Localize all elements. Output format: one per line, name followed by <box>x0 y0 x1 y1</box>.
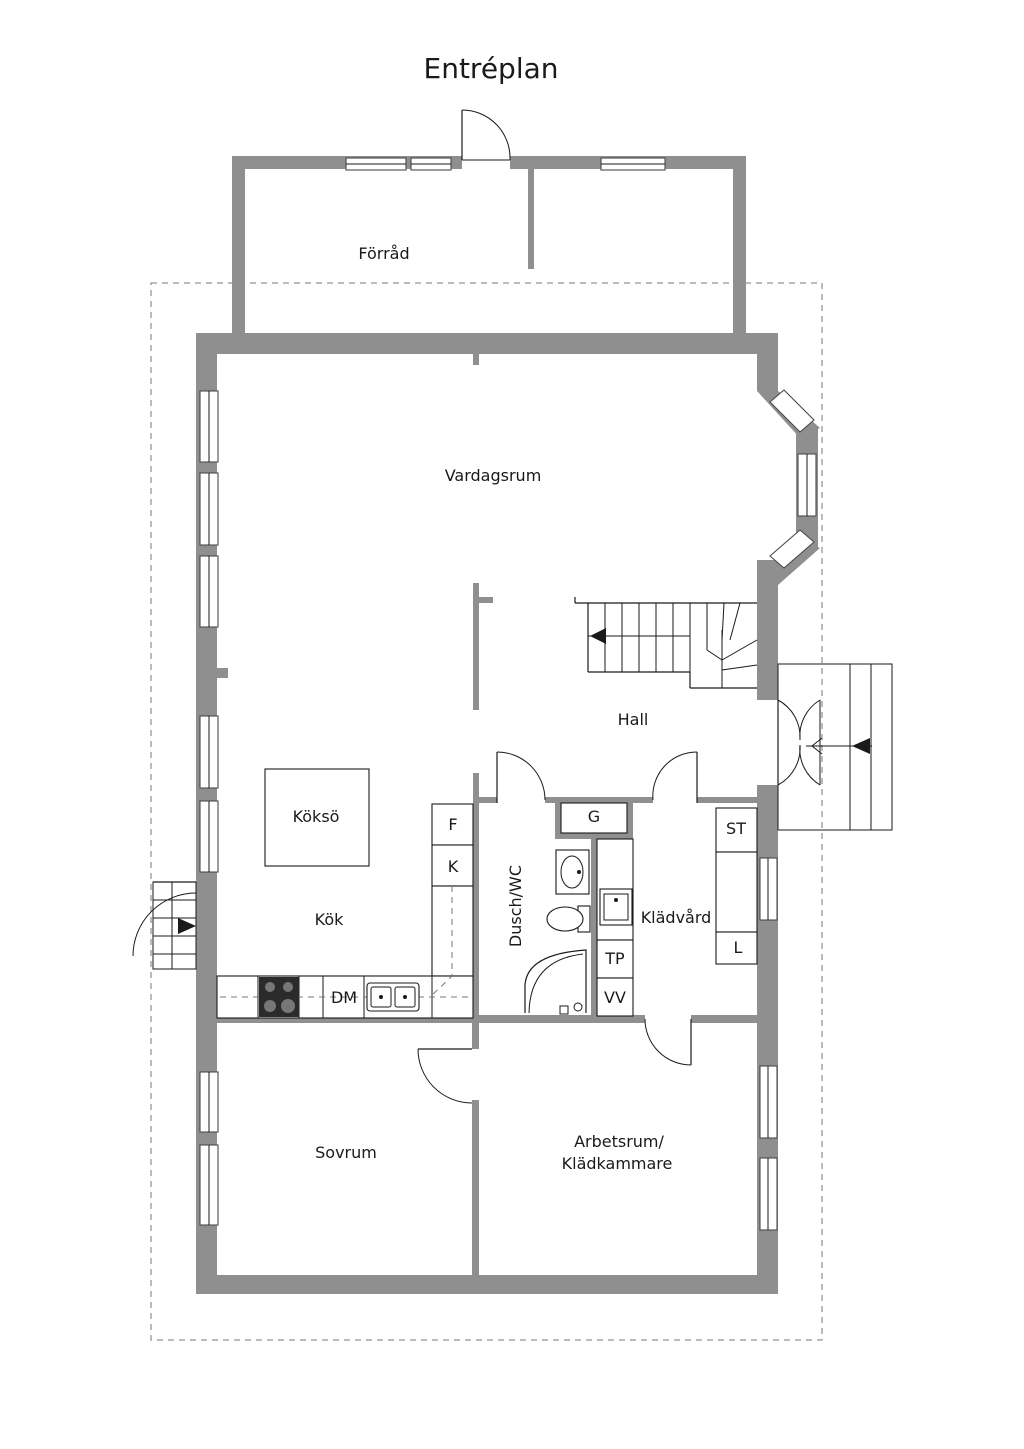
dryer-tp <box>596 939 634 979</box>
fixture-labels: F K DM G ST L TP VV <box>331 807 746 1007</box>
room-label-kladvard: Klädvård <box>641 908 712 927</box>
plan-title: Entréplan <box>424 52 559 85</box>
room-labels: Förråd Vardagsrum Hall Köksö Kök Dusch/W… <box>293 244 712 1173</box>
fixture-label-k: K <box>448 857 459 876</box>
room-label-kladkammare: Klädkammare <box>562 1154 673 1173</box>
kitchen-fixtures <box>216 768 474 1019</box>
fixture-label-st: ST <box>726 819 746 838</box>
entrance-steps <box>777 663 893 831</box>
laundry-fixtures <box>560 802 758 1017</box>
storage-st <box>715 807 758 853</box>
kitchen-island <box>264 768 370 867</box>
room-label-sovrum: Sovrum <box>315 1143 377 1162</box>
wardrobe-g <box>560 802 628 834</box>
linen-l <box>715 931 758 965</box>
fixture-label-vv: VV <box>604 988 626 1007</box>
room-label-dusch-wc: Dusch/WC <box>506 865 525 947</box>
fixture-label-f: F <box>448 815 457 834</box>
walls <box>196 156 820 1294</box>
fixture-label-dm: DM <box>331 988 357 1007</box>
staircase <box>574 597 758 689</box>
doors <box>132 109 821 1104</box>
fixture-label-l: L <box>734 938 743 957</box>
room-label-kok: Kök <box>315 910 344 929</box>
laundry-sink <box>599 888 633 926</box>
fridge-cabinet <box>431 844 474 887</box>
windows <box>199 157 817 1231</box>
fixture-label-tp: TP <box>604 949 625 968</box>
bathroom-fixtures <box>524 849 591 1015</box>
room-label-vardagsrum: Vardagsrum <box>445 466 542 485</box>
kitchen-sink <box>366 982 420 1012</box>
shower <box>524 949 587 1013</box>
washer-vv <box>596 977 634 1017</box>
cooktop <box>259 977 299 1017</box>
roof-outline <box>150 282 823 1341</box>
room-label-hall: Hall <box>618 710 649 729</box>
toilet-bowl <box>546 906 584 932</box>
fixture-label-g: G <box>588 807 600 826</box>
room-label-forrad: Förråd <box>358 244 409 263</box>
room-label-koksö: Köksö <box>293 807 340 826</box>
freezer-cabinet <box>431 803 474 846</box>
room-label-arbetsrum: Arbetsrum/ <box>574 1132 664 1151</box>
